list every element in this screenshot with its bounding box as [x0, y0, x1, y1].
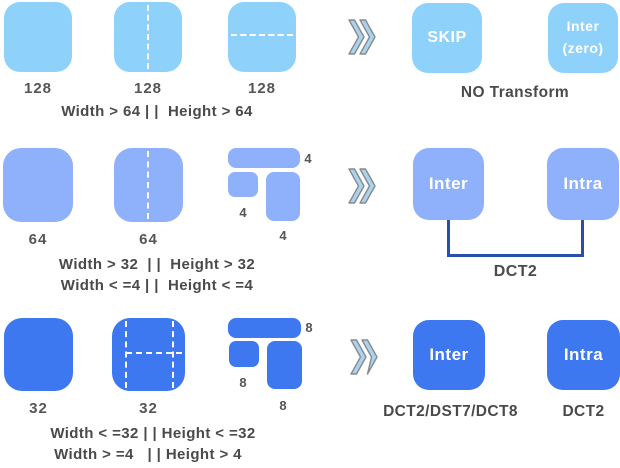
block-128-horizontal-split	[228, 2, 296, 72]
block-size-label: 32	[139, 400, 158, 417]
partition-top-bar	[228, 148, 300, 168]
partition-top-bar	[228, 318, 301, 338]
bracket-connector	[447, 220, 584, 257]
partition-size-label: 4	[304, 151, 312, 166]
block-size-label: 32	[29, 400, 48, 417]
result-label: Inter	[428, 174, 469, 193]
caption-inter-transforms: DCT2/DST7/DCT8	[383, 403, 518, 420]
block-64-vertical-split	[114, 148, 183, 222]
block-size-label: 128	[23, 80, 53, 97]
partition-size-label: 8	[239, 375, 247, 390]
block-size-label: 128	[133, 80, 163, 97]
partition-tall-rect	[266, 172, 300, 221]
block-size-label: 64	[139, 231, 158, 248]
result-label: Intra	[563, 174, 603, 193]
condition-text-row1: Width > 64 | | Height > 64	[61, 103, 253, 120]
result-block-intra: Intra	[547, 148, 619, 220]
condition-text-row3-line1: Width < =32 | | Height < =32	[50, 425, 256, 442]
block-32-plain	[4, 318, 73, 391]
partition-size-label: 4	[239, 205, 247, 220]
condition-text-row2-line2: Width < =4 | | Height < =4	[60, 277, 254, 294]
block-128-plain	[4, 2, 72, 72]
result-label: Intra	[563, 345, 604, 364]
vertical-split-line	[147, 151, 149, 219]
vertical-split-line	[147, 5, 149, 69]
block-64-plain	[3, 148, 73, 222]
result-label: SKIP	[427, 29, 467, 46]
partition-small-rect	[229, 341, 259, 367]
block-128-vertical-split	[114, 2, 182, 72]
partition-size-label: 8	[305, 320, 313, 335]
partition-size-label: 8	[279, 398, 287, 413]
block-size-label: 128	[247, 80, 277, 97]
result-block-inter: Inter	[413, 320, 485, 390]
result-label: Inter	[429, 345, 469, 364]
block-size-label: 64	[28, 231, 48, 248]
condition-text-row3-line2: Width > =4 | | Height > 4	[54, 446, 242, 463]
partition-small-rect	[228, 172, 258, 197]
caption-dct2-shared: DCT2	[493, 263, 538, 280]
partition-tall-rect	[267, 341, 302, 389]
result-block-intra: Intra	[547, 320, 620, 390]
horizontal-split-line	[231, 34, 293, 36]
double-chevron-icon	[350, 339, 378, 375]
partition-size-label: 4	[279, 228, 287, 243]
horizontal-split-line	[126, 352, 182, 354]
result-label-line1: Inter	[566, 18, 600, 35]
block-32-multi-split	[112, 318, 185, 391]
result-block-skip: SKIP	[412, 3, 482, 73]
result-block-inter: Inter	[413, 148, 484, 220]
condition-text-row2-line1: Width > 32 | | Height > 32	[58, 256, 256, 273]
result-label-line2: (zero)	[562, 40, 604, 56]
result-block-inter-zero: Inter (zero)	[548, 3, 618, 73]
double-chevron-icon	[348, 168, 376, 204]
caption-intra-transform: DCT2	[562, 403, 605, 420]
caption-no-transform: NO Transform	[460, 84, 570, 101]
vertical-split-line-right	[172, 321, 174, 388]
double-chevron-icon	[348, 19, 376, 55]
vertical-split-line-left	[125, 321, 127, 388]
